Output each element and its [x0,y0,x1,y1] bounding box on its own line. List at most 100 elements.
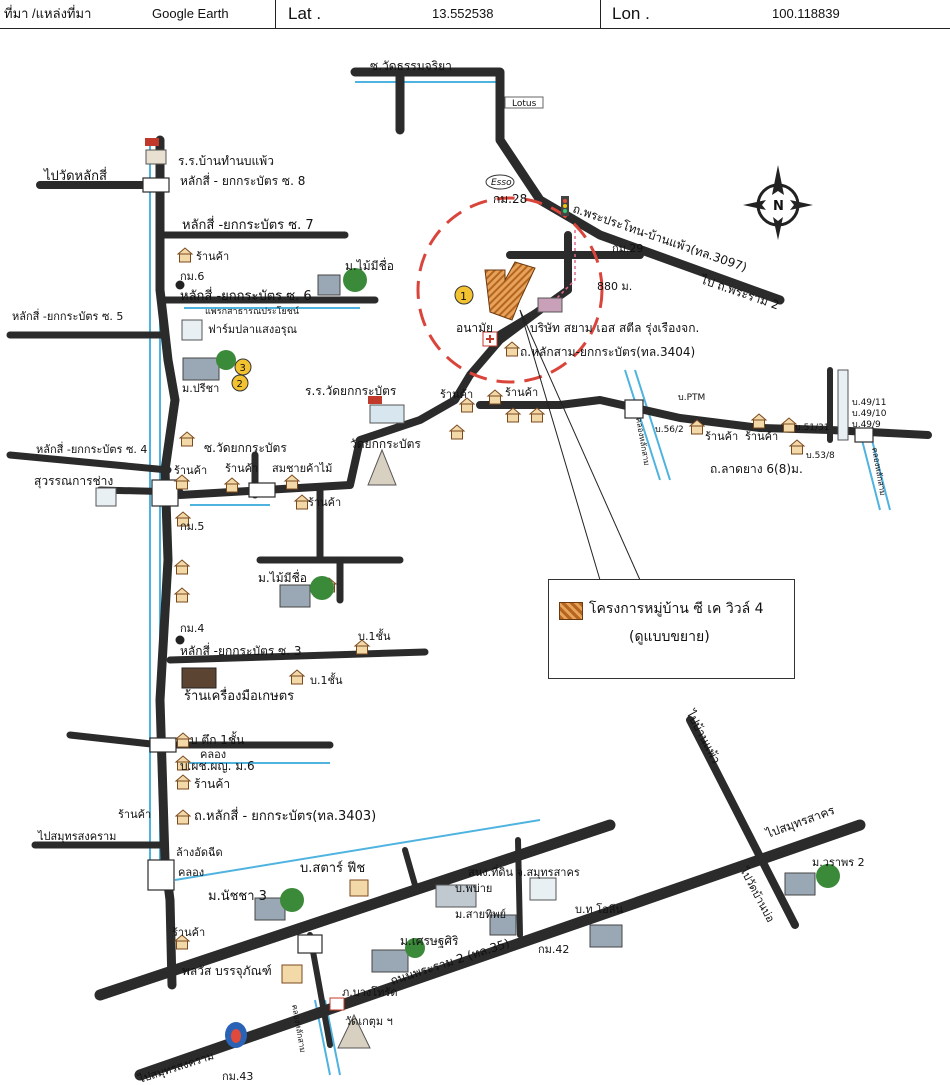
label-b-ptm: บ.PTM [678,393,705,403]
label-soi-wat: ซ.วัดยกกระบัตร [204,441,287,455]
label-pumping: แพรกสาธารณประโยชน์ [205,305,299,317]
village-icon [317,268,367,296]
project-swatch-icon [559,602,583,620]
canal-right1 [624,369,671,481]
label-esso: Esso [491,178,512,188]
label-wat-yok: วัดยกกระบัตร [350,437,421,451]
ptt-icon [225,1022,247,1048]
label-lotus: Lotus [512,99,537,109]
route-dashed [554,230,576,301]
svg-text:3: 3 [240,363,246,374]
label-m-preecha: ม.ปรีชา [182,382,219,395]
village-icon [489,914,517,936]
village-icon [784,864,840,896]
header-divider [275,0,276,28]
location-map[interactable]: 880 ม. 1 3 2 [0,28,950,1085]
label-shop1: ร้านค้า [196,250,229,263]
label-m-nutcha: ม.นัชชา 3 [208,889,267,904]
label-car-wash: ล้างอัดฉีด [176,846,223,859]
label-school-wat: ร.ร.วัดยกกระบัตร [305,384,397,398]
road-3403 [155,135,180,990]
label-b53: บ.53/8 [806,451,835,461]
compass-icon: N [743,165,813,240]
label-b-star: บ.สตาร์ ฟีช [300,860,365,876]
label-canal3: คลองหลักสาม [290,1004,307,1053]
label-b-olin: บ.ท โอลีน [575,902,623,916]
label-plast: พลวัส บรรจุภัณฑ์ [182,964,272,979]
bridge-8 [297,934,323,954]
label-shop11: ร้านค้า [118,808,151,821]
label-soi3: หลักสี่ -ยกกระบัตร ซ. 3 [180,642,302,658]
label-land-office: สนง.ที่ดิน จ.สมุทรสาคร [468,864,580,879]
label-km42: กม.42 [538,943,569,956]
label-shop5: ร้านค้า [174,464,207,477]
label-soi4: หลักสี่ -ยกกระบัตร ซ. 4 [36,441,147,456]
label-km28: กม.28 [493,192,527,206]
road-to-banphaeo [686,716,799,929]
legend-leader [519,309,641,581]
house-icon [349,879,369,897]
temple-icon [367,448,397,486]
warehouse-icon [181,319,203,341]
label-suwan: สุวรรณการช่าง [34,474,113,489]
label-rd3403: ถ.หลักสี่ - ยกกระบัตร(ทล.3403) [194,807,376,824]
label-soi5: หลักสี่ -ยกกระบัตร ซ. 5 [12,308,123,323]
warehouse-icon [95,487,117,507]
label-canal: คลอง [200,748,226,761]
label-b-tuek: บ ตึก 1ชั้น [190,731,244,747]
project-plot[interactable] [484,261,536,321]
label-rd-latyang: ถ.ลาดยาง 6(8)ม. [710,462,803,476]
source-label: ที่มา /แหล่งที่มา [4,6,92,21]
label-soi6: หลักสี่ -ยกกระบัตร ซ. 6 [180,287,312,304]
label-shop6: ร้านค้า [308,496,341,509]
label-police: ภ.บางโทรัด [342,985,398,999]
village-icon [279,576,334,608]
road-lower-diag1 [94,819,616,1001]
label-fish-farm: ฟาร์มปลาแสงอรุณ [208,323,297,336]
road-soi3 [166,648,429,664]
label-wood-shop: สมชายค้าไม้ [272,462,332,475]
police-icon [329,997,345,1011]
lon-value: 100.118839 [772,6,840,21]
label-soi7: หลักสี่ -ยกกระบัตร ซ. 7 [182,216,314,233]
school-icon [368,396,405,424]
label-to-samut-song: ไปสมุทรสงคราม [37,830,116,843]
bridge-1 [142,177,170,193]
label-m6: บ.ผช.ผญ. ม.6 [180,759,255,773]
bridges [142,177,874,954]
label-to-wat-laksi: ไปวัดหลักสี่ [43,167,107,184]
label-soi8: หลักสี่ - ยกกระบัตร ซ. 8 [180,172,305,188]
km-dot [175,635,185,645]
buildings [95,96,849,1049]
label-canal-r2: คลองหลักสาม [870,447,887,496]
label-to-banphaeo: ไปบ้านแพ้ว [683,707,723,766]
label-b49-9: บ.49/9 [852,420,881,430]
temple-icon [337,1013,371,1049]
lat-label: Lat . [288,4,322,23]
label-b1chan: บ.1ชั้น [358,628,391,643]
bridge-5 [147,859,175,891]
marker-1[interactable]: 1 [454,285,474,305]
source-value: Google Earth [152,6,229,21]
label-km6: กม.6 [180,270,204,283]
radius-circle [416,196,604,384]
road-company [486,306,544,344]
label-canal2: คลอง [178,866,204,879]
header-bar: ที่มา /แหล่งที่มา Google Earth Lat . 13.… [0,0,950,29]
label-wat-tham: ซ.วัดธรรมจริยา [370,59,452,73]
label-m-maimee: ม.ไม้มีชื่อ [345,257,394,273]
label-rd3404: ถ.หลักสาม-ยกกระบัตร(ทล.3404) [520,345,695,359]
school-icon [145,138,167,165]
label-company: บริษัท สยาม เอส สตีล รุ่งเรืองจก. [530,321,699,336]
marker-3[interactable]: 3 [234,358,252,376]
label-shop8: ร้านค้า [745,430,778,443]
svg-text:1: 1 [460,290,467,303]
label-km4: กม.4 [180,622,204,635]
legend-note: (ดูแบบขยาย) [629,629,710,645]
label-b1chan2: บ.1ชั้น [310,672,343,687]
label-shop4: ร้านค้า [225,462,258,475]
traffic-light-icon [561,196,569,216]
label-shop3: ร้านค้า [505,386,538,399]
marker-2[interactable]: 2 [231,374,249,392]
label-anamai: อนามัย [456,321,493,335]
